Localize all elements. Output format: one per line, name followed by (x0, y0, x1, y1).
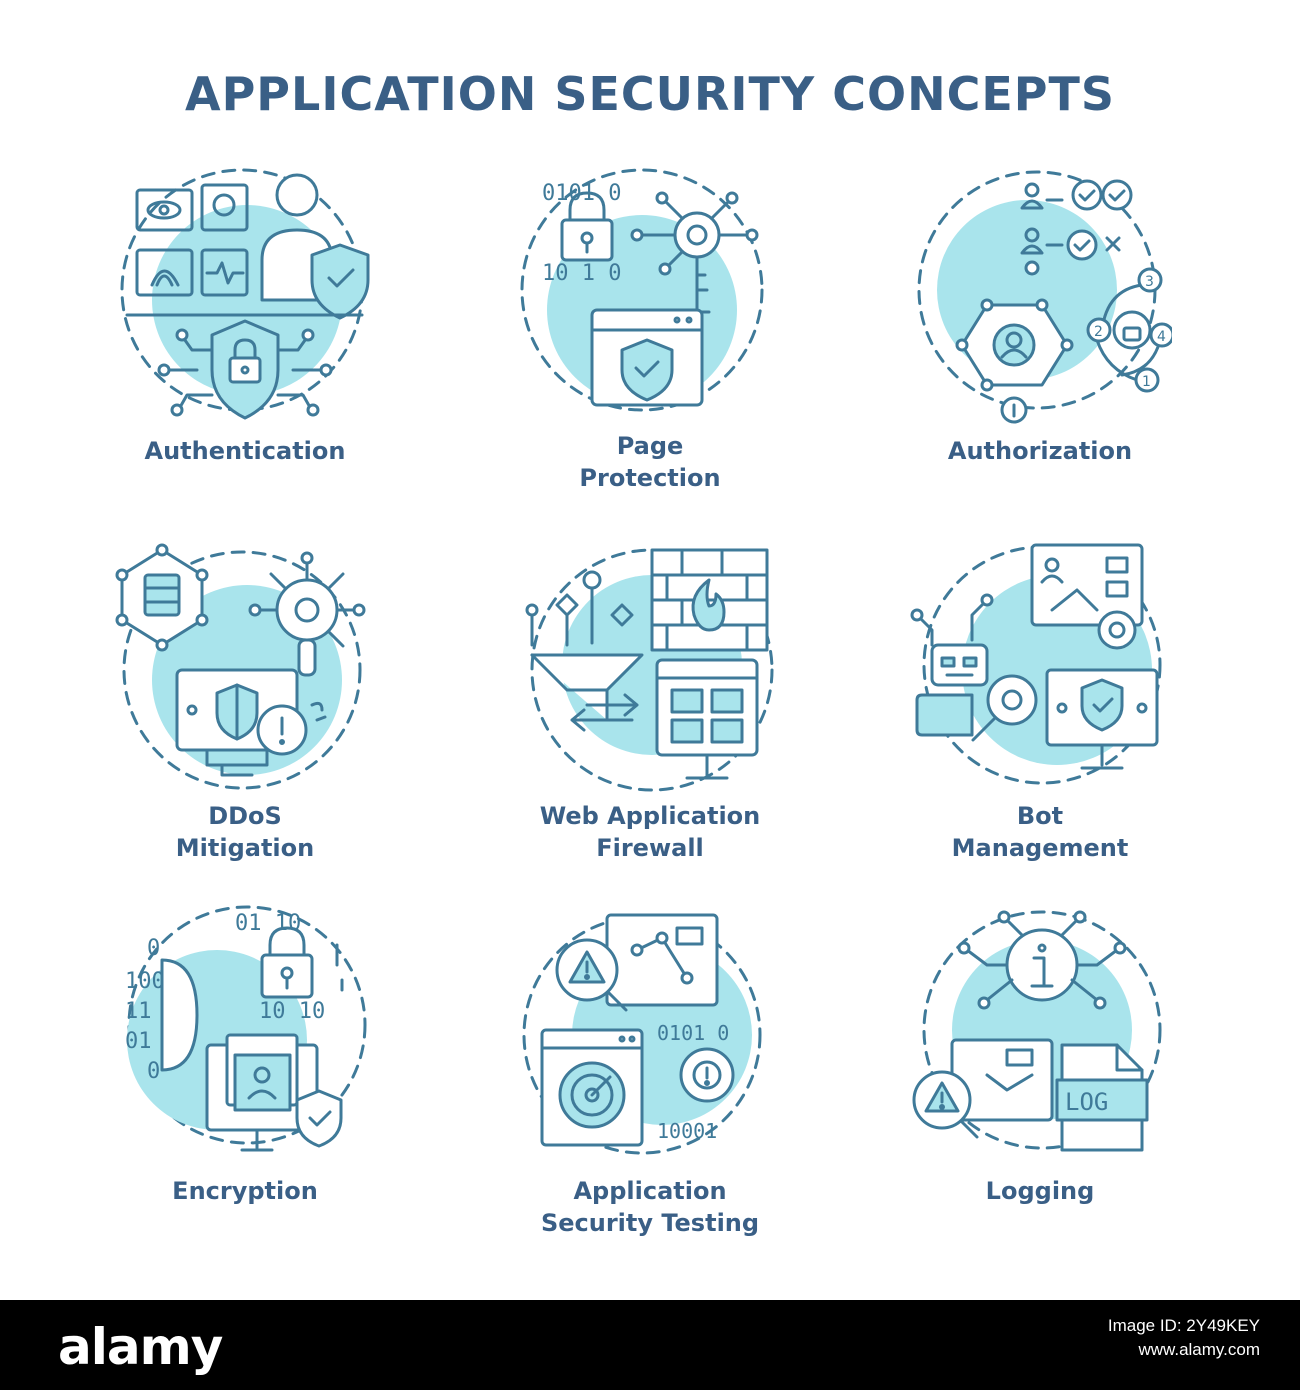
authentication-icon (107, 160, 377, 430)
authorization-icon: 3 2 4 1 (902, 160, 1172, 430)
concept-label: Authorization (947, 437, 1133, 465)
web-application-firewall-icon (512, 530, 782, 800)
bot-management-icon (902, 530, 1172, 800)
concept-authorization: 3 2 4 1 Authorization (840, 150, 1240, 510)
concept-authentication: Authentication (45, 150, 445, 510)
site-url: www.alamy.com (1138, 1340, 1260, 1359)
logging-icon: LOG (902, 900, 1172, 1170)
page-title: APPLICATION SECURITY CONCEPTS (184, 67, 1116, 121)
svg-text:10001: 10001 (657, 1119, 717, 1143)
concept-label: Authentication (144, 437, 346, 465)
brand-logo: alamy (58, 1318, 223, 1376)
svg-text:11: 11 (125, 999, 152, 1024)
encryption-icon: 0 100 11 01 0 01 10 10 10 (107, 900, 377, 1170)
svg-text:1: 1 (1142, 374, 1151, 390)
svg-text:3: 3 (1145, 274, 1154, 290)
image-id: Image ID: 2Y49KEY (1107, 1316, 1260, 1335)
concept-label: Encryption (172, 1177, 318, 1205)
concept-encryption: 0 100 11 01 0 01 10 10 10 (45, 890, 445, 1250)
svg-text:LOG: LOG (1065, 1088, 1108, 1116)
svg-text:100: 100 (125, 969, 165, 994)
concept-grid: Authentication 0101 0 10 1 0 (0, 150, 1300, 1240)
svg-text:10 1 0: 10 1 0 (542, 261, 621, 286)
image-info: Image ID: 2Y49KEY www.alamy.com (1108, 1314, 1260, 1362)
svg-text:2: 2 (1094, 324, 1103, 340)
application-security-testing-icon: 0101 0 10001 (512, 900, 782, 1170)
svg-text:4: 4 (1157, 329, 1166, 345)
svg-text:01 10: 01 10 (235, 911, 301, 936)
page-protection-icon: 0101 0 10 1 0 (512, 160, 782, 430)
ddos-mitigation-icon (107, 530, 377, 800)
concept-label: Logging (985, 1177, 1095, 1205)
svg-text:10 10: 10 10 (259, 999, 325, 1024)
svg-text:01: 01 (125, 1029, 152, 1054)
watermark-footer: alamy Image ID: 2Y49KEY www.alamy.com (0, 1300, 1300, 1390)
svg-text:0101 0: 0101 0 (657, 1021, 729, 1045)
concept-logging: LOG Logging (840, 890, 1240, 1250)
svg-text:0: 0 (147, 936, 160, 961)
svg-text:0: 0 (147, 1059, 160, 1084)
